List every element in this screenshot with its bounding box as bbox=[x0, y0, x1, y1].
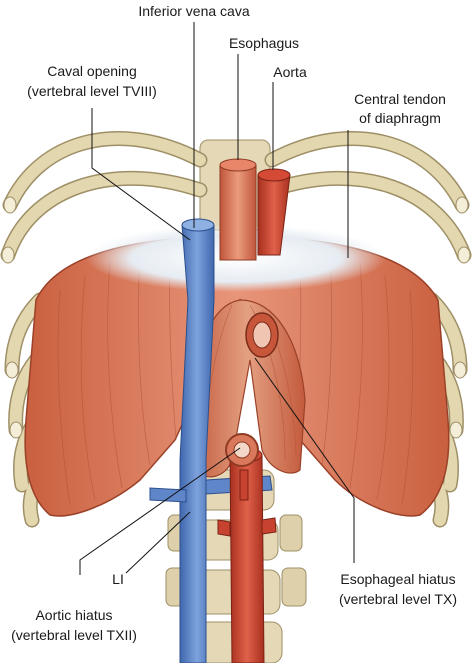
esophageal-hiatus bbox=[245, 312, 279, 358]
label-caval-opening-level: (vertebral level TVIII) bbox=[27, 83, 157, 99]
label-esophageal-hiatus: Esophageal hiatus bbox=[340, 571, 455, 587]
label-aortic-hiatus-level: (vertebral level TXII) bbox=[11, 627, 137, 643]
aortic-hiatus bbox=[225, 433, 259, 467]
label-aortic-hiatus: Aortic hiatus bbox=[35, 607, 112, 623]
leader-lines bbox=[79, 22, 355, 575]
labels: Inferior vena cava Esophagus Aorta Caval… bbox=[11, 3, 457, 643]
esophagus-upper bbox=[219, 158, 257, 261]
label-aorta: Aorta bbox=[273, 64, 307, 80]
label-l1: LI bbox=[112, 571, 124, 587]
label-central-tendon-2: of diaphragm bbox=[359, 110, 441, 126]
label-esophagus: Esophagus bbox=[229, 35, 299, 51]
aorta-upper bbox=[257, 168, 291, 256]
label-esophageal-hiatus-level: (vertebral level TX) bbox=[339, 591, 457, 607]
label-central-tendon: Central tendon bbox=[354, 91, 446, 107]
label-inferior-vena-cava: Inferior vena cava bbox=[138, 3, 249, 19]
label-caval-opening: Caval opening bbox=[47, 63, 137, 79]
